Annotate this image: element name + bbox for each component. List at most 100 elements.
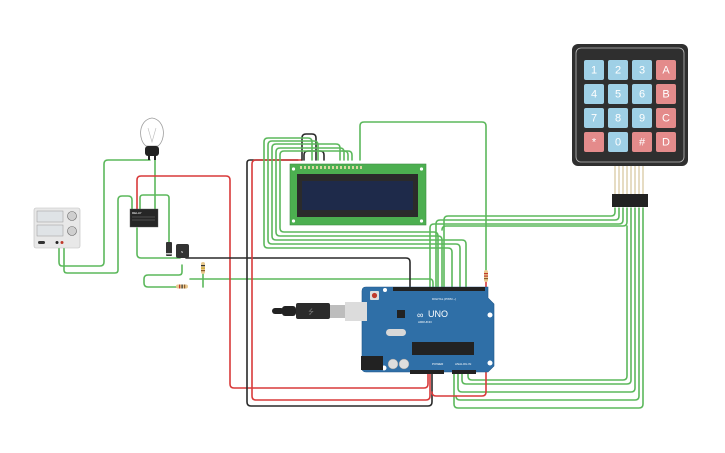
light-bulb[interactable] [140, 117, 164, 160]
terminal-positive[interactable] [60, 241, 64, 244]
power-header [410, 370, 444, 374]
keypad-connector [612, 194, 648, 207]
keypad-key-label: 3 [639, 65, 645, 77]
wire-keypad-7[interactable] [455, 207, 640, 401]
wire-transistor-resistor[interactable] [143, 264, 183, 288]
keypad-key-1[interactable]: 1 [584, 60, 604, 80]
keypad-key-7[interactable]: 7 [584, 108, 604, 128]
lcd-pin[interactable] [312, 166, 314, 169]
lcd-pin[interactable] [360, 166, 362, 169]
keypad-key-4[interactable]: 4 [584, 84, 604, 104]
diode[interactable] [166, 242, 172, 256]
arduino-logo: ∞ [417, 310, 423, 320]
keypad-key-D[interactable]: D [656, 132, 676, 152]
keypad-key-B[interactable]: B [656, 84, 676, 104]
keypad-key-label: 7 [591, 113, 597, 125]
wire-lcd-d2[interactable] [267, 140, 461, 291]
keypad-key-label: 1 [591, 65, 597, 77]
wire-keypad-6[interactable] [457, 207, 636, 393]
keypad-key-*[interactable]: * [584, 132, 604, 152]
keypad-key-C[interactable]: C [656, 108, 676, 128]
wire-keypad-3[interactable] [429, 207, 624, 291]
wire-lcd-d3[interactable] [271, 143, 467, 291]
keypad-ribbon [614, 166, 644, 194]
wire-psu-relay[interactable] [63, 195, 133, 274]
knob-current[interactable] [67, 226, 77, 236]
lcd-pin[interactable] [332, 166, 334, 169]
wire-resistor3-5v[interactable] [431, 281, 487, 397]
lcd-pin[interactable] [352, 166, 354, 169]
bulb-filament [147, 127, 157, 144]
keypad-key-2[interactable]: 2 [608, 60, 628, 80]
lcd-pin[interactable] [348, 166, 350, 169]
keypad-key-label: 8 [615, 113, 621, 125]
lcd-pin[interactable] [328, 166, 330, 169]
lcd-display[interactable] [289, 163, 427, 226]
wire-lcd-gnd[interactable] [246, 159, 433, 407]
keypad-key-label: 9 [639, 113, 645, 125]
digital-header [393, 287, 485, 291]
knob-voltage[interactable] [67, 211, 77, 221]
wire-keypad-extra[interactable] [467, 225, 628, 381]
wire-lcd-loop[interactable] [301, 133, 317, 161]
wire-keypad-5[interactable] [461, 207, 632, 385]
wire-keypad-4[interactable] [441, 207, 628, 231]
lcd-pin[interactable] [300, 166, 302, 169]
keypad-key-3[interactable]: 3 [632, 60, 652, 80]
keypad-key-8[interactable]: 8 [608, 108, 628, 128]
keypad-key-label: D [662, 137, 670, 149]
svg-text:N: N [181, 250, 183, 254]
wire-lcd-d4[interactable] [275, 147, 443, 291]
resistor-3[interactable] [484, 270, 488, 282]
wire-lcd-rw[interactable] [303, 150, 325, 161]
terminal-negative[interactable] [55, 241, 59, 244]
power-switch[interactable] [38, 241, 45, 244]
wire-bulb-psu[interactable] [58, 159, 151, 267]
lcd-pin[interactable] [340, 166, 342, 169]
dc-jack[interactable] [361, 356, 383, 370]
wire-lcd-vcc[interactable] [251, 159, 431, 401]
arduino-uno[interactable]: ⭍ ∞ UNO ARDUINO DIGITAL (PWM ~) POWER AN… [272, 286, 495, 374]
usb-cable[interactable]: ⭍ [272, 302, 367, 321]
resistor-1[interactable] [176, 284, 188, 289]
relay[interactable]: RELAY [129, 208, 159, 228]
wire-relay-transistor[interactable] [136, 227, 181, 259]
keypad-key-label: 6 [639, 89, 645, 101]
display-bottom [36, 224, 64, 237]
display-top [36, 210, 64, 223]
keypad-key-A[interactable]: A [656, 60, 676, 80]
wire-keypad-1[interactable] [443, 207, 616, 291]
wire-lcd-d1[interactable] [263, 137, 453, 291]
crystal [386, 329, 406, 336]
power-supply[interactable] [33, 207, 81, 249]
uno-label: UNO [428, 309, 448, 319]
lcd-pin[interactable] [304, 166, 306, 169]
keypad-key-label: C [662, 113, 670, 125]
wire-transistor-gnd[interactable] [185, 257, 411, 291]
keypad-key-#[interactable]: # [632, 132, 652, 152]
wire-relay-5v[interactable] [136, 175, 429, 389]
keypad-key-9[interactable]: 9 [632, 108, 652, 128]
keypad-key-5[interactable]: 5 [608, 84, 628, 104]
keypad-key-0[interactable]: 0 [608, 132, 628, 152]
keypad-key-6[interactable]: 6 [632, 84, 652, 104]
bulb-glass [140, 117, 164, 147]
lcd-pin[interactable] [316, 166, 318, 169]
wire-relay-diode[interactable] [139, 194, 170, 251]
lcd-pin[interactable] [324, 166, 326, 169]
lcd-pin[interactable] [308, 166, 310, 169]
resistor-2[interactable] [201, 262, 205, 274]
wire-keypad-8[interactable] [453, 207, 644, 409]
wire-lcd-contrast[interactable] [359, 121, 487, 271]
wire-lcd-d6[interactable] [341, 150, 353, 161]
lcd-pin[interactable] [320, 166, 322, 169]
lcd-pin[interactable] [336, 166, 338, 169]
lcd-pin[interactable] [356, 166, 358, 169]
wire-keypad-2[interactable] [435, 207, 620, 291]
lcd-pin[interactable] [344, 166, 346, 169]
svg-text:ARDUINO: ARDUINO [418, 320, 433, 324]
transistor[interactable]: N [176, 244, 189, 258]
